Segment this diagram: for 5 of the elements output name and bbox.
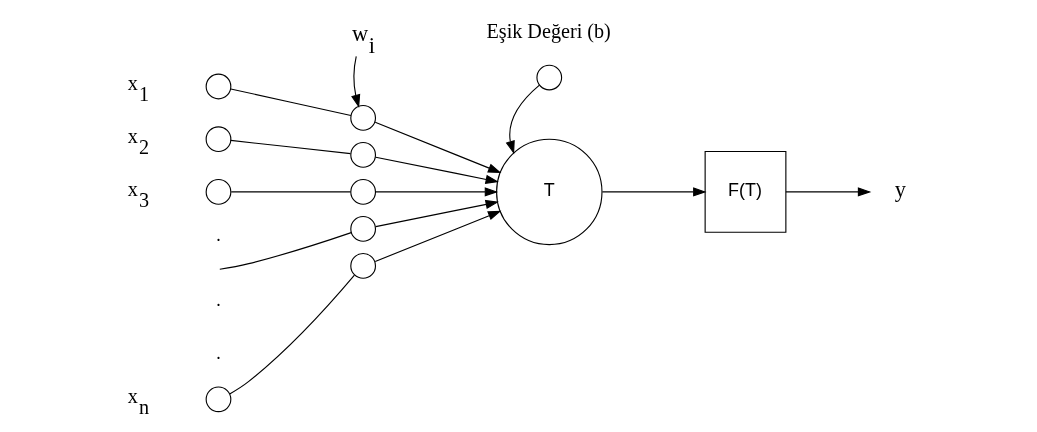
node-label: Eşik Değeri (b): [485, 19, 611, 42]
label: .: [215, 342, 221, 363]
label: .: [215, 225, 221, 245]
node-text: y: [894, 177, 906, 203]
label: .: [215, 290, 221, 311]
